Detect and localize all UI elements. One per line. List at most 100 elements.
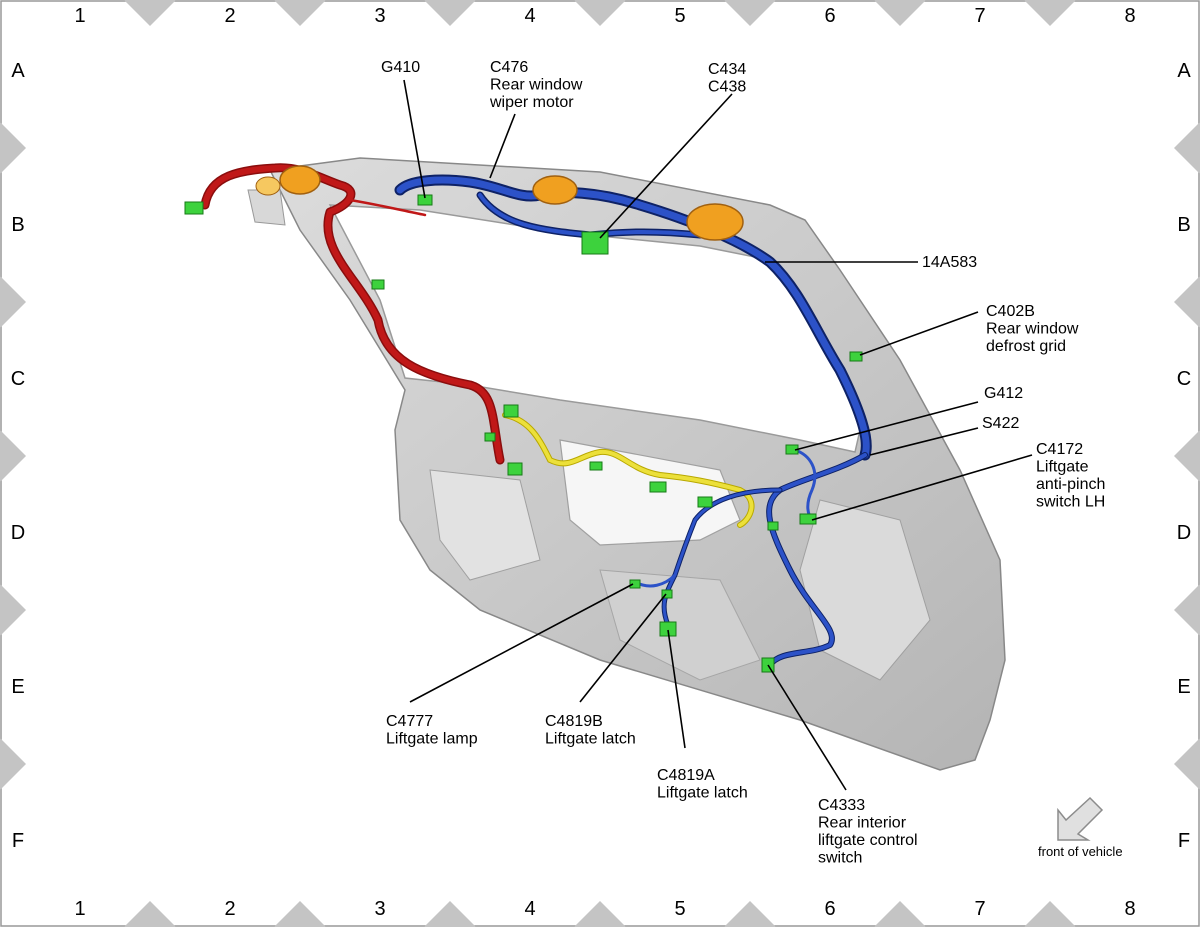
connector-c4819a [659,621,677,637]
lower-rib [599,569,761,681]
connectors [184,194,863,673]
grid-marker-right-1 [1174,122,1200,174]
callout-g412: G412 [984,385,1023,402]
callout-c4172-line-2: Liftgate [1036,459,1089,476]
callout-c4819b-line-2: Liftgate latch [545,731,636,748]
grid-marker-left-4 [0,584,26,636]
front-of-vehicle-indicator: front of vehicle [1038,796,1123,859]
connector-c4777 [629,579,641,589]
callout-c402b-line-3: defrost grid [986,338,1066,355]
callout-14a583-line-1: 14A583 [922,254,977,271]
grid-row-left-F: F [12,830,24,852]
grid-col-bottom-1: 1 [74,898,85,920]
callout-14a583: 14A583 [922,254,977,271]
grid-marker-top-4 [574,0,626,26]
connector-junction [697,496,713,508]
callout-c4819a-line-2: Liftgate latch [657,785,748,802]
leader-lines [403,79,1033,791]
grid-marker-top-1 [124,0,176,26]
grid-col-top-6: 6 [824,5,835,27]
grommets [255,165,744,241]
grid-col-top-3: 3 [374,5,385,27]
callout-c434-line-2: C438 [708,79,746,96]
grid-marker-left-5 [0,738,26,790]
callout-s422: S422 [982,415,1019,432]
connector-c402b [849,351,863,362]
connector-red-mid [371,279,385,290]
grid-marker-top-6 [874,0,926,26]
grid-row-left-B: B [11,214,24,236]
grid-col-bottom-6: 6 [824,898,835,920]
grid-marker-right-2 [1174,276,1200,328]
grid-marker-bottom-1 [124,901,176,927]
grid-marker-top-3 [424,0,476,26]
grid-col-bottom-7: 7 [974,898,985,920]
callout-c4777-line-1: C4777 [386,713,433,730]
callout-c4333-line-2: Rear interior [818,815,907,832]
connector-red-drop [484,432,496,442]
connector-red-lower [503,404,519,418]
callout-c402b-line-1: C402B [986,303,1035,320]
grid-col-bottom-5: 5 [674,898,685,920]
grid-marker-left-2 [0,276,26,328]
connector-c434 [581,231,609,255]
arrow-down-left-icon [1057,796,1104,841]
grid-row-left-C: C [11,368,25,390]
grid-marker-top-5 [724,0,776,26]
callout-c4172-line-1: C4172 [1036,441,1083,458]
callout-c476-line-1: C476 [490,59,528,76]
grid-col-bottom-3: 3 [374,898,385,920]
callout-c476-line-2: Rear window [490,77,583,94]
connector-left-end [184,201,204,215]
grid-col-top-7: 7 [974,5,985,27]
grid-marker-bottom-7 [1024,901,1076,927]
grid-marker-right-4 [1174,584,1200,636]
grommet-left-inner [255,176,281,196]
grid-col-top-1: 1 [74,5,85,27]
callout-c4172-line-3: anti-pinch [1036,476,1105,493]
connector-yellow-cluster [649,481,667,493]
grid-marker-bottom-6 [874,901,926,927]
callout-c476-line-3: wiper motor [489,94,574,111]
front-of-vehicle-label: front of vehicle [1038,844,1123,859]
connector-c4819b [661,589,673,599]
grid-marker-bottom-2 [274,901,326,927]
harness-yellow [502,412,755,528]
grommet-wiper [532,175,578,205]
grid-row-right-D: D [1177,522,1191,544]
callout-c4333-line-1: C4333 [818,797,865,814]
grid-row-right-A: A [1177,60,1191,82]
grid-row-left-D: D [11,522,25,544]
callout-g410: G410 [381,59,420,76]
callout-c4819a-line-1: C4819A [657,767,715,784]
grid-marker-bottom-4 [574,901,626,927]
grid-col-top-2: 2 [224,5,235,27]
grid-marker-right-5 [1174,738,1200,790]
callout-c434-line-1: C434 [708,61,746,78]
grommet-right [686,203,744,241]
grid-marker-left-1 [0,122,26,174]
grid-marker-top-7 [1024,0,1076,26]
connector-red-end [507,462,523,476]
callout-c4172-line-4: switch LH [1036,494,1105,511]
grid-col-bottom-8: 8 [1124,898,1135,920]
grid-row-right-C: C [1177,368,1191,390]
harness-red [200,163,505,465]
callout-c4333-line-4: switch [818,850,862,867]
callout-c4333-line-3: liftgate control [818,832,918,849]
grid-marker-bottom-3 [424,901,476,927]
callout-g412-line-1: G412 [984,385,1023,402]
callout-s422-line-1: S422 [982,415,1019,432]
grommet-left [279,165,321,195]
